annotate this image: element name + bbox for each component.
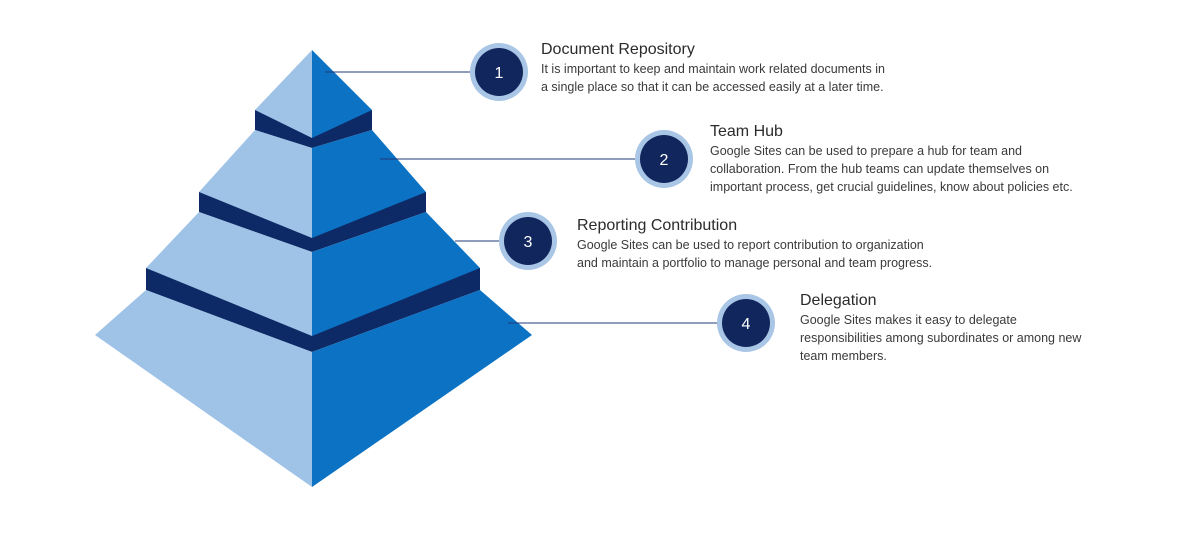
step-description-line: It is important to keep and maintain wor…	[541, 62, 885, 76]
step-title: Team Hub	[710, 123, 783, 140]
step-description-line: Google Sites makes it easy to delegate	[800, 313, 1017, 327]
step-number-3: 3	[524, 234, 533, 251]
pyramid-tier-2-left	[199, 130, 312, 238]
step-number-4: 4	[742, 316, 751, 333]
step-description-line: Google Sites can be used to prepare a hu…	[710, 144, 1023, 158]
step-description-line: important process, get crucial guideline…	[710, 180, 1073, 194]
pyramid-tier-2-right	[312, 130, 426, 238]
step-description-line: responsibilities among subordinates or a…	[800, 331, 1082, 345]
step-block-1: Document Repository It is important to k…	[541, 40, 961, 96]
step-description-line: team members.	[800, 349, 887, 363]
step-description-line: a single place so that it can be accesse…	[541, 80, 884, 94]
pyramid-tier-4-right	[312, 290, 532, 487]
step-description-line: Google Sites can be used to report contr…	[577, 238, 924, 252]
step-block-4: Delegation Google Sites makes it easy to…	[800, 291, 1160, 365]
step-description: Google Sites can be used to prepare a hu…	[710, 142, 1150, 196]
step-circle-4: 4	[717, 294, 775, 352]
step-circle-3: 3	[499, 212, 557, 270]
step-number-1: 1	[495, 65, 504, 82]
step-description: Google Sites can be used to report contr…	[577, 236, 1017, 272]
step-circle-2: 2	[635, 130, 693, 188]
step-title: Document Repository	[541, 41, 695, 58]
step-block-2: Team Hub Google Sites can be used to pre…	[710, 122, 1150, 196]
step-number-2: 2	[660, 152, 669, 169]
step-description: Google Sites makes it easy to delegate r…	[800, 311, 1160, 365]
step-description-line: and maintain a portfolio to manage perso…	[577, 256, 933, 270]
step-title: Delegation	[800, 292, 877, 309]
pyramid-tier-3-left	[146, 212, 312, 336]
step-description-line: collaboration. From the hub teams can up…	[710, 162, 1050, 176]
step-description: It is important to keep and maintain wor…	[541, 60, 961, 96]
pyramid-tier-4-left	[95, 290, 312, 487]
step-title: Reporting Contribution	[577, 217, 738, 234]
step-circle-1: 1	[470, 43, 528, 101]
pyramid-tier-1-left	[255, 50, 312, 138]
pyramid-tier-3-right	[312, 212, 480, 336]
step-block-3: Reporting Contribution Google Sites can …	[577, 216, 1017, 272]
